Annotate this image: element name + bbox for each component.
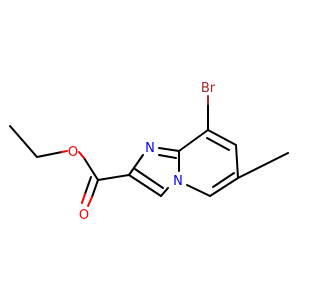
bond-c8a-n1-inner: [158, 154, 177, 159]
bridge-nitrogen-label: N: [173, 174, 183, 189]
colored-bond-group: [61, 95, 209, 207]
bond-carbonyl-lower-inner: [84, 176, 92, 195]
bond-carbonyl-oxygen-segment-inner: [81, 193, 86, 204]
bond-carbonyl-c2: [97, 174, 130, 181]
bond-carbonyl-lower: [91, 179, 99, 198]
bond-c6-methyl: [237, 152, 289, 179]
bromine-label: Br: [201, 81, 216, 96]
bond-ether-o-right-segment: [78, 151, 85, 159]
bond-group: [9, 103, 289, 197]
ether-oxygen-label: O: [68, 145, 78, 160]
bond-n1-c2: [128, 154, 144, 176]
bond-c8a-n1: [158, 147, 180, 152]
canvas-background: [0, 0, 300, 300]
bond-c7-c8: [207, 129, 237, 146]
bond-c2-c3: [128, 174, 162, 197]
bond-c2-c3-inner: [134, 168, 164, 189]
bond-c8-c8a: [178, 129, 209, 152]
molecule-canvas: Br N N O O: [0, 0, 300, 300]
bond-carbonyl-oxygen-segment: [87, 196, 93, 207]
carbonyl-oxygen-label: O: [79, 208, 89, 223]
bond-c6-c7: [235, 144, 239, 179]
bond-o-carbonyl-c: [83, 157, 99, 181]
bond-ch3-ch2: [9, 125, 38, 158]
bond-c3-n4: [160, 187, 169, 197]
bond-c5-c6-inner: [212, 172, 235, 188]
bond-ch2-o: [36, 151, 63, 158]
bond-c5-c6: [209, 177, 239, 197]
ring-nitrogen-label: N: [145, 141, 155, 156]
bond-ether-o-left-segment: [61, 150, 68, 153]
bond-c7-c8-inner: [206, 137, 230, 151]
bond-n4-c5: [186, 184, 211, 197]
molecule-structure: Br N N O O: [0, 0, 300, 300]
